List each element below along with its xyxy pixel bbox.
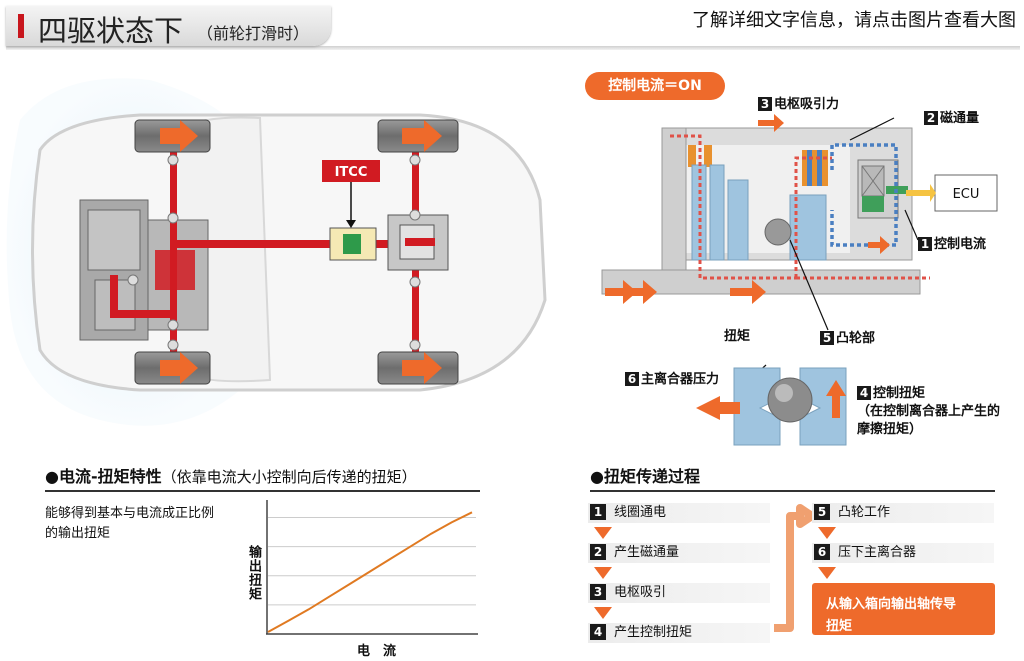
car-drivetrain-diagram: ITCC <box>6 78 547 426</box>
label-torque: 扭矩 <box>724 329 751 344</box>
torque-arrows <box>160 120 442 384</box>
process-title: ●扭矩传递过程 <box>590 467 700 486</box>
process-result-box: 从输入箱向输出轴传导 扭矩 <box>812 583 995 635</box>
header-divider <box>6 46 1020 50</box>
step-arrow <box>812 563 994 583</box>
itcc-mechanism-diagram: ECU <box>601 114 998 446</box>
characteristic-title: ●电流-扭矩特性（依靠电流大小控制向后传递的扭矩） <box>45 467 417 486</box>
process-connector-arrow <box>774 504 814 632</box>
page-subtitle: （前轮打滑时） <box>197 24 310 43</box>
cam-detail <box>696 367 847 446</box>
torque-path <box>670 134 930 280</box>
main-clutch-plates <box>688 145 712 167</box>
process-divider <box>590 490 995 492</box>
itcc-label: ITCC <box>335 165 368 180</box>
chart-xlabel: 电 流 <box>357 644 397 659</box>
view-larger-link[interactable]: 了解详细文字信息，请点击图片查看大图 <box>692 10 1016 31</box>
control-current-badge: 控制电流＝ON <box>585 72 725 100</box>
page-title: 四驱状态下 <box>38 14 184 48</box>
ecu-box <box>934 174 998 212</box>
header-tab <box>6 6 331 46</box>
control-torque-note-1: （在控制离合器上产生的 <box>857 404 1001 419</box>
cam-ball <box>764 218 792 246</box>
current-torque-chart <box>266 500 478 635</box>
step-arrow <box>812 523 994 543</box>
step-arrow <box>588 563 770 583</box>
process-result-line2: 扭矩 <box>826 619 853 634</box>
step-arrow <box>588 523 770 543</box>
chart-ylabel: 输出扭矩 <box>246 545 261 601</box>
control-torque-note-2: 摩擦扭矩） <box>857 422 923 437</box>
characteristic-divider <box>45 490 480 492</box>
process-result-line1: 从输入箱向输出轴传导 <box>826 597 957 612</box>
itcc-label-box <box>322 160 380 182</box>
characteristic-desc-2: 的输出扭矩 <box>45 526 111 541</box>
chart-series-line <box>267 511 473 633</box>
step-arrow <box>588 603 770 623</box>
title-accent-bar <box>18 14 24 38</box>
characteristic-desc-1: 能够得到基本与电流成正比例 <box>45 506 215 521</box>
mechanism-arrows <box>605 114 890 304</box>
ecu-label: ECU <box>953 187 980 202</box>
control-current-label: 控制电流＝ON <box>608 78 702 94</box>
propeller-shaft <box>175 240 415 248</box>
chart-grid <box>268 516 476 606</box>
header: 四驱状态下 （前轮打滑时） 了解详细文字信息，请点击图片查看大图 <box>0 0 1024 54</box>
